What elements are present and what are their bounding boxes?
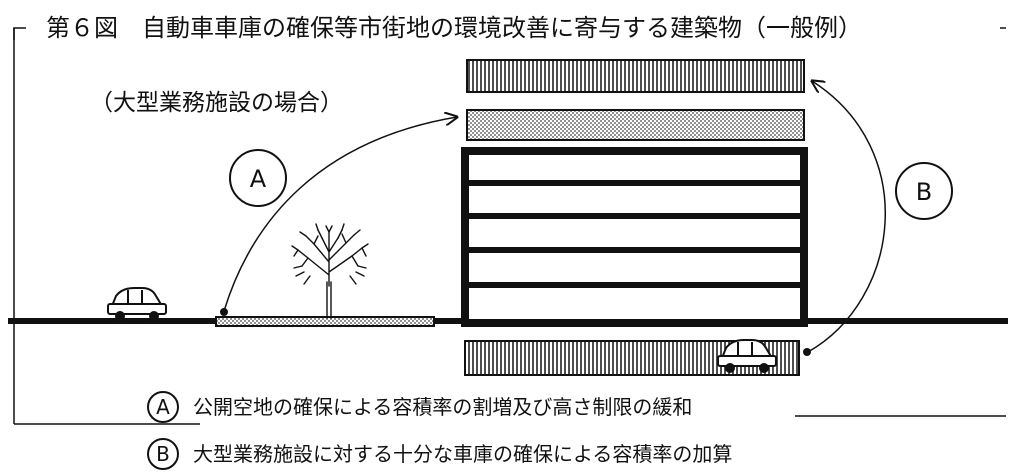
legend-marker-b: B [156,442,170,466]
legend-text-a: 公開空地の確保による容積率の割増及び高さ制限の緩和 [193,395,692,419]
arrow-a [220,117,457,316]
legend-text-b: 大型業務施設に対する十分な車庫の確保による容積率の加算 [193,442,732,466]
main-building [461,147,808,327]
legend-marker-a: A [156,395,170,419]
marker-a: A [229,149,287,207]
garage-car-icon [717,339,777,373]
figure-subtitle: （大型業務施設の場合） [90,90,343,116]
marker-b: B [895,162,953,220]
figure-title: 第６図 自動車車庫の確保等市街地の環境改善に寄与する建築物（一般例） [46,14,862,42]
tree-icon [291,223,369,319]
svg-text:A: A [250,165,267,193]
svg-text:B: B [916,178,932,206]
top-bonus-floor [466,59,805,93]
relaxed-height-floor [466,109,805,141]
arrow-b [803,81,886,356]
car-icon [107,287,167,321]
legend-item-a: A 公開空地の確保による容積率の割増及び高さ制限の緩和 [147,391,692,423]
figure-frame [13,27,1006,425]
legend-item-b: B 大型業務施設に対する十分な車庫の確保による容積率の加算 [147,438,732,470]
open-space-plaza [215,316,435,327]
